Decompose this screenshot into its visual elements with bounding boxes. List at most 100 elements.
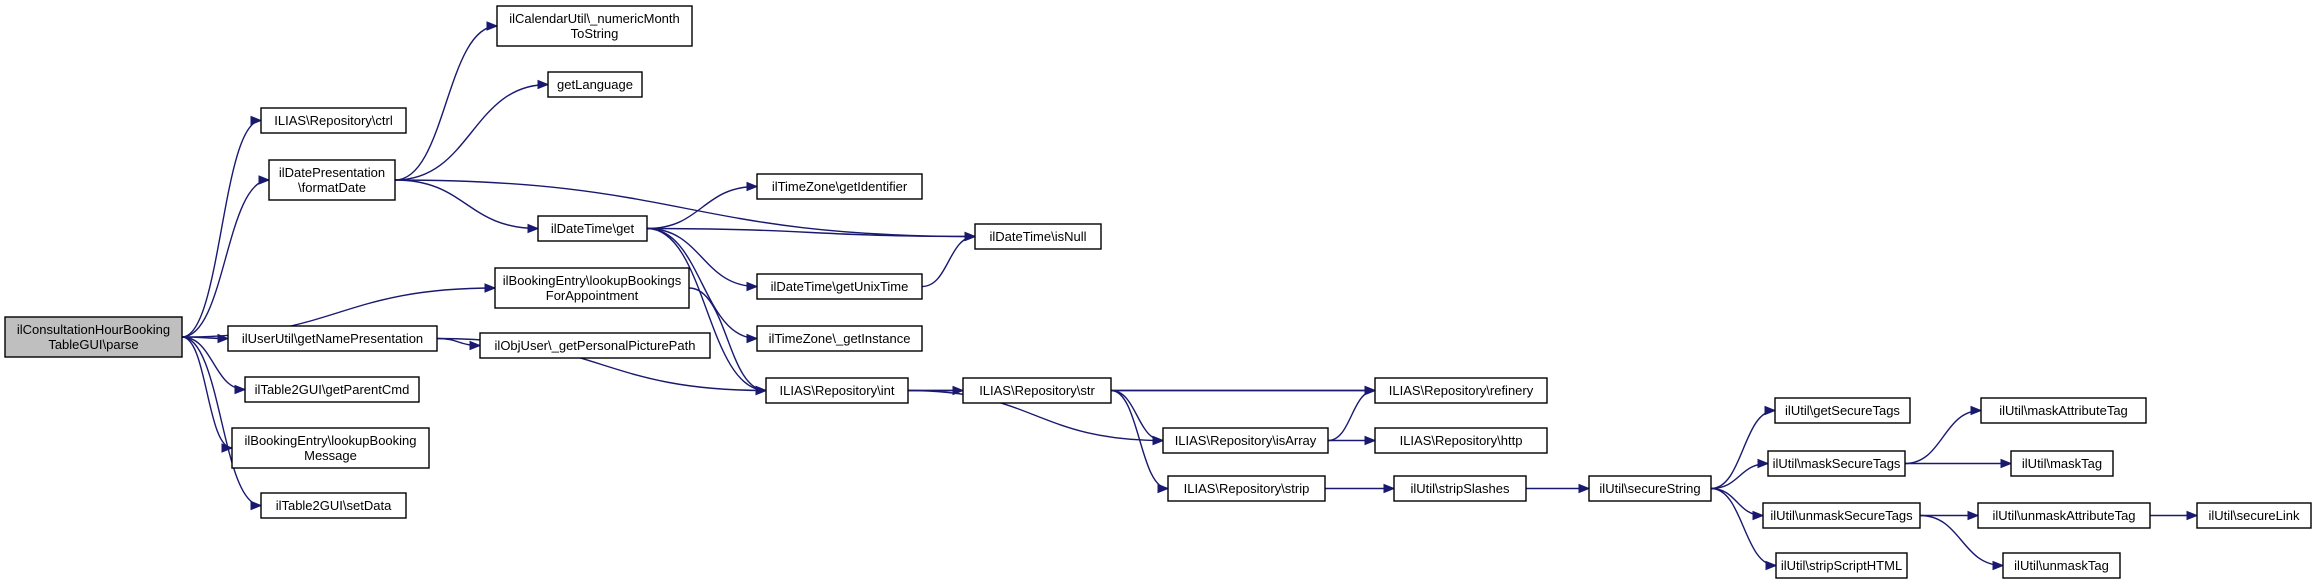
node-label: ILIAS\Repository\isArray [1175,433,1317,448]
node-maskSecureTags[interactable]: ilUtil\maskSecureTags [1767,450,1906,477]
node-getIdentifier[interactable]: ilTimeZone\getIdentifier [756,173,923,200]
node-label: ILIAS\Repository\http [1400,433,1523,448]
node-label: ilTimeZone\getIdentifier [772,179,908,194]
node-box [1588,475,1712,502]
node-box [2002,552,2121,579]
node-box [1977,502,2151,529]
node-label: ilUserUtil\getNamePresentation [242,331,423,346]
node-getPersonalPicturePath[interactable]: ilObjUser\_getPersonalPicturePath [479,332,711,359]
node-box [756,273,923,300]
node-box [537,215,648,242]
node-stripSlashes[interactable]: ilUtil\stripSlashes [1393,475,1527,502]
node-box [494,267,690,309]
node-repoInt[interactable]: ILIAS\Repository\int [765,377,909,404]
arrowhead [469,340,482,351]
node-box [496,5,693,47]
node-box [1167,475,1326,502]
node-setData[interactable]: ilTable2GUI\setData [260,492,407,519]
node-label: TableGUI\parse [48,337,138,352]
node-label: ilConsultationHourBooking [17,322,170,337]
node-box [1767,450,1906,477]
node-repoStr[interactable]: ILIAS\Repository\str [962,377,1112,404]
node-box [1774,397,1911,424]
arrowhead [1970,405,1983,416]
node-label: ILIAS\Repository\int [780,383,895,398]
node-label: ilDateTime\getUnixTime [771,279,909,294]
node-secureLink[interactable]: ilUtil\secureLink [2196,502,2312,529]
node-unmaskSecureTags[interactable]: ilUtil\unmaskSecureTags [1762,502,1921,529]
arrowhead [484,283,497,293]
arrowhead [234,384,247,395]
node-label: ilDateTime\isNull [989,229,1086,244]
node-box [1393,475,1527,502]
node-maskAttributeTag[interactable]: ilUtil\maskAttributeTag [1980,397,2147,424]
node-getLanguage[interactable]: getLanguage [547,71,643,98]
node-label: ilUtil\unmaskAttributeTag [1992,508,2135,523]
arrowhead [1764,405,1777,416]
node-box [1762,502,1921,529]
node-getParentCmd[interactable]: ilTable2GUI\getParentCmd [244,376,420,403]
edge-secureString-to-getSecureTags [1710,409,1776,490]
edge-unmaskSecureTags-to-unmaskTag [1919,514,2004,567]
node-box [260,492,407,519]
node-label: ilUtil\maskTag [2022,456,2102,471]
arrowhead [258,175,271,185]
arrowhead [1152,435,1165,446]
node-box [227,325,438,352]
edge-lookupBookings-to-repoInt [688,287,767,392]
node-getUnixTime[interactable]: ilDateTime\getUnixTime [756,273,923,300]
node-label: ilBookingEntry\lookupBookings [503,273,682,288]
edge-formatDate-to-isNull [394,179,976,238]
node-label: ILIAS\Repository\str [979,383,1095,398]
node-label: ilTable2GUI\getParentCmd [255,382,410,397]
node-dateTimeGet[interactable]: ilDateTime\get [537,215,648,242]
arrowhead [1364,385,1377,396]
edge-dateTimeGet-to-getUnixTime [646,227,758,288]
node-isNull[interactable]: ilDateTime\isNull [974,223,1102,250]
node-secureString[interactable]: ilUtil\secureString [1588,475,1712,502]
edge-maskSecureTags-to-maskAttributeTag [1904,409,1982,465]
node-label: ilObjUser\_getPersonalPicturePath [495,338,696,353]
node-box [4,316,183,358]
node-box [479,332,711,359]
arrowhead [2000,458,2013,469]
edge-root-to-lookupBookingMessage [181,336,233,449]
node-http[interactable]: ILIAS\Repository\http [1374,427,1548,454]
node-label: ILIAS\Repository\refinery [1389,383,1534,398]
node-maskTag[interactable]: ilUtil\maskTag [2010,450,2114,477]
edge-formatDate-to-getLanguage [394,83,549,181]
call-graph-edges [181,21,2199,571]
arrowhead [755,385,768,396]
node-stripScriptHTML[interactable]: ilUtil\stripScriptHTML [1775,552,1908,579]
node-box [962,377,1112,404]
node-unmaskTag[interactable]: ilUtil\unmaskTag [2002,552,2121,579]
node-label: ilUtil\maskSecureTags [1773,456,1901,471]
node-getInstance[interactable]: ilTimeZone\_getInstance [756,325,923,352]
node-box [231,427,430,469]
edge-dateTimeGet-to-repoInt [646,227,767,392]
node-repoStrip[interactable]: ILIAS\Repository\strip [1167,475,1326,502]
node-label: ilDatePresentation [279,165,385,180]
node-refinery[interactable]: ILIAS\Repository\refinery [1374,377,1548,404]
node-formatDate[interactable]: ilDatePresentation\formatDate [268,159,396,201]
edge-dateTimeGet-to-isNull [646,227,976,238]
arrowhead [250,500,263,511]
node-ctrl[interactable]: ILIAS\Repository\ctrl [260,107,407,134]
node-label: ForAppointment [546,288,639,303]
edge-formatDate-to-calendarUtil [394,25,498,181]
node-getNamePresentation[interactable]: ilUserUtil\getNamePresentation [227,325,438,352]
node-unmaskAttributeTag[interactable]: ilUtil\unmaskAttributeTag [1977,502,2151,529]
node-getSecureTags[interactable]: ilUtil\getSecureTags [1774,397,1911,424]
node-label: ilUtil\unmaskTag [2014,558,2109,573]
arrowhead [746,333,759,344]
arrowhead [1157,483,1170,494]
node-lookupBookings[interactable]: ilBookingEntry\lookupBookingsForAppointm… [494,267,690,309]
edge-getUnixTime-to-isNull [921,235,976,288]
node-box [1374,427,1548,454]
arrowhead [250,115,263,126]
node-isArray[interactable]: ILIAS\Repository\isArray [1162,427,1329,454]
